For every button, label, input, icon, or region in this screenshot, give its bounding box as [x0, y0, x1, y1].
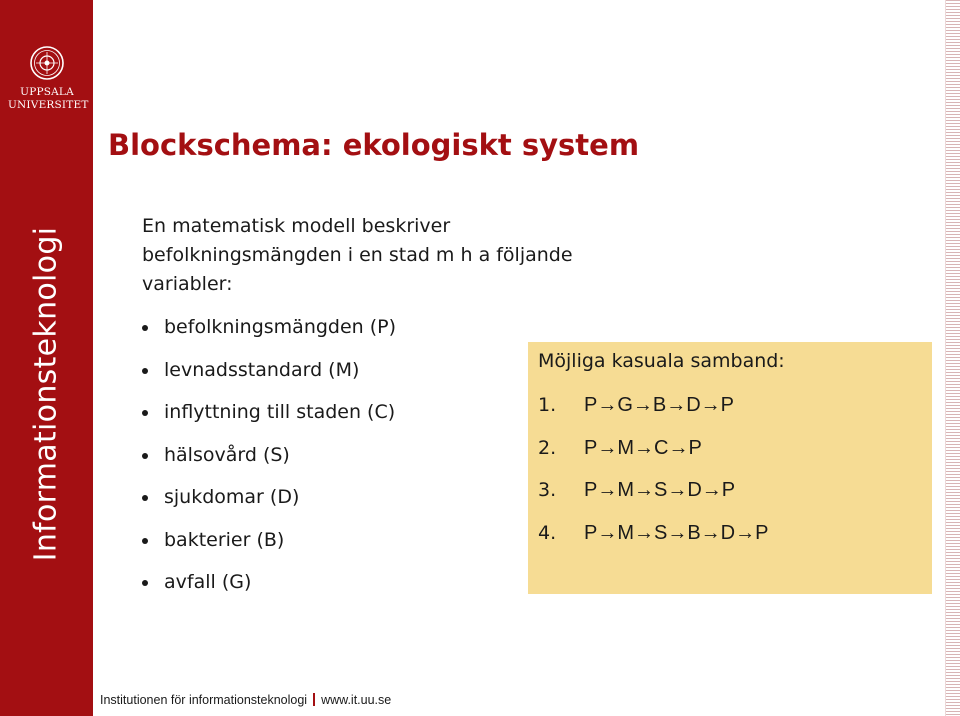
bullet-icon — [142, 367, 148, 374]
variable-label: sjukdomar (D) — [164, 486, 300, 508]
bullet-icon — [142, 452, 148, 459]
path-number: 1. — [538, 394, 557, 416]
causal-relations-box: Möjliga kasuala samband: 1. P→G→B→D→P 2. P… — [528, 342, 932, 594]
sidebar-vertical-title: Informationsteknologi — [28, 226, 64, 562]
bullet-icon — [142, 325, 148, 331]
intro-line: En matematisk modell beskriver — [142, 215, 451, 237]
intro-line: befolkningsmängden i en stad m h a följa… — [142, 244, 573, 266]
variable-label: levnadsstandard (M) — [164, 358, 360, 381]
list-item: befolkningsmängden (P) — [142, 314, 396, 357]
variable-label: bakterier (B) — [164, 528, 285, 551]
path-expression: P→G→B→D→P — [584, 394, 735, 416]
variable-label: avfall (G) — [164, 571, 252, 593]
path-number: 3. — [538, 479, 557, 501]
logo-line-2: UNIVERSITET — [8, 99, 89, 111]
variable-label: hälsovård (S) — [164, 443, 290, 466]
variable-label: inflyttning till staden (C) — [164, 401, 396, 423]
path-expression: P→M→S→D→P — [584, 479, 736, 501]
causal-path-item: 4. P→M→S→B→D→P — [538, 520, 768, 563]
university-logo: UPPSALA UNIVERSITET — [8, 46, 89, 112]
causal-path-item: 2. P→M→C→P — [538, 435, 768, 478]
causal-path-item: 1. P→G→B→D→P — [538, 392, 768, 435]
intro-text: En matematisk modell beskriver befolknin… — [142, 212, 742, 299]
list-item: bakterier (B) — [142, 527, 396, 570]
footer-separator — [313, 693, 316, 706]
footer: Institutionen för informationsteknologi w… — [100, 693, 391, 707]
path-expression: P→M→S→B→D→P — [584, 521, 769, 544]
causal-box-title: Möjliga kasuala samband: — [538, 350, 785, 372]
intro-line: variabler: — [142, 273, 233, 295]
sidebar: UPPSALA UNIVERSITET Informationsteknolog… — [0, 0, 93, 716]
right-border-rule — [945, 0, 946, 716]
logo-line-1: UPPSALA — [20, 86, 74, 98]
university-seal-icon — [30, 46, 64, 80]
list-item: hälsovård (S) — [142, 442, 396, 485]
path-expression: P→M→C→P — [584, 436, 702, 459]
bullet-icon — [142, 495, 148, 501]
variable-list: befolkningsmängden (P) levnadsstandard (… — [142, 314, 396, 612]
right-decorative-border — [946, 0, 960, 716]
bullet-icon — [142, 410, 148, 416]
slide-title: Blockschema: ekologiskt system — [108, 128, 640, 162]
footer-institution: Institutionen för informationsteknologi — [100, 693, 308, 707]
bullet-icon — [142, 580, 148, 586]
path-number: 2. — [538, 436, 557, 459]
footer-url[interactable]: www.it.uu.se — [321, 693, 392, 707]
causal-path-list: 1. P→G→B→D→P 2. P→M→C→P 3. P→M→S→D→P 4. P→M→… — [538, 392, 768, 562]
list-item: avfall (G) — [142, 569, 396, 612]
path-number: 4. — [538, 521, 557, 544]
variable-label: befolkningsmängden (P) — [164, 316, 397, 338]
list-item: sjukdomar (D) — [142, 484, 396, 527]
causal-path-item: 3. P→M→S→D→P — [538, 477, 768, 520]
bullet-icon — [142, 537, 148, 544]
list-item: inflyttning till staden (C) — [142, 399, 396, 442]
list-item: levnadsstandard (M) — [142, 357, 396, 400]
